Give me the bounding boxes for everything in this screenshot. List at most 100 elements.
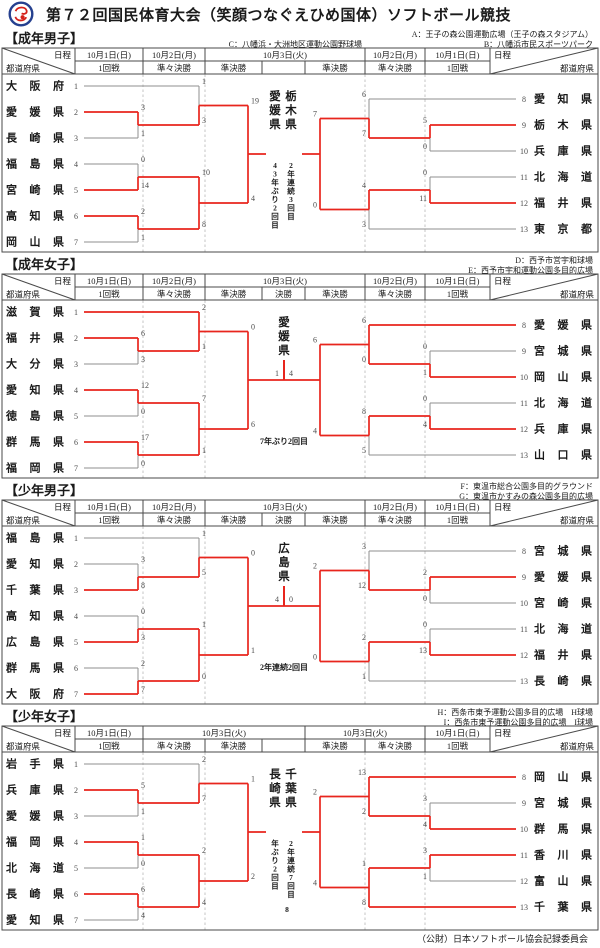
team-label: 長崎県: [534, 674, 592, 688]
page-footer: （公財）日本ソフトボール協会記録委員会: [0, 932, 600, 948]
score-label: 5: [141, 781, 145, 790]
seed-number: 13: [520, 903, 528, 912]
team-label: 愛知県: [6, 383, 64, 397]
seed-number: 9: [522, 573, 526, 582]
score-label: 7: [313, 110, 317, 119]
score-label: 0: [423, 168, 427, 177]
seed-number: 9: [522, 799, 526, 808]
bracket-svg-seinen-danshi: 【成年男子】A：王子の森公園運動広場（王子の森スタジアム）B：八幡浜市民スポーツ…: [1, 29, 599, 253]
round-header: 準々決勝: [157, 63, 192, 73]
team-label: 山口県: [534, 448, 592, 462]
champion-name: 長: [269, 768, 281, 781]
score-label: 4: [423, 420, 427, 429]
score-label: 0: [141, 607, 145, 616]
date-header: 10月2日(月): [373, 50, 417, 60]
score-label: 0: [141, 859, 145, 868]
score-label: 0: [423, 620, 427, 629]
bracket-title: 【成年女子】: [5, 257, 83, 272]
venue-note: E：西予市宇和運動公園多目的広場: [468, 265, 593, 275]
score-label: 6: [313, 336, 317, 345]
seed-number: 10: [520, 825, 528, 834]
seed-number: 10: [520, 373, 528, 382]
team-label: 兵庫県: [534, 144, 592, 158]
team-label: 愛媛県: [534, 570, 592, 584]
bracket-title: 【少年男子】: [5, 483, 83, 498]
champion-name: 県: [285, 796, 297, 809]
team-label: 群馬県: [5, 435, 64, 449]
score-label: 4: [313, 427, 317, 436]
final-score-left: 4: [275, 595, 279, 604]
team-label: 北海道: [6, 861, 64, 875]
score-label: 4: [141, 911, 145, 920]
champion-name: 葉: [284, 781, 297, 795]
seed-number: 11: [520, 173, 528, 182]
team-label: 愛媛県: [6, 809, 64, 823]
team-label: 大分県: [6, 357, 64, 371]
score-label: 3: [423, 846, 427, 855]
seed-number: 8: [522, 773, 526, 782]
seed-number: 6: [74, 212, 78, 221]
champion-note: 年: [271, 177, 279, 187]
score-label: 1: [141, 233, 145, 242]
team-label: 愛知県: [534, 92, 592, 106]
seed-number: 3: [74, 134, 78, 143]
champion-name: 媛: [277, 329, 290, 343]
prefecture-label: 都道府県: [6, 742, 41, 752]
champion-name: 愛: [278, 315, 290, 329]
score-label: 17: [141, 433, 149, 442]
team-label: 群馬県: [5, 661, 64, 675]
score-label: 2: [141, 207, 145, 216]
round-header: 準決勝: [322, 515, 348, 525]
score-label: 0: [141, 459, 145, 468]
score-label: 1: [141, 833, 145, 842]
score-label: 2: [202, 755, 206, 764]
round-header: 1回戦: [98, 515, 120, 525]
score-label: 13: [419, 646, 427, 655]
seed-number: 1: [74, 82, 78, 91]
seed-number: 12: [520, 199, 528, 208]
round-header: 準々決勝: [378, 515, 413, 525]
score-label: 1: [202, 529, 206, 538]
seed-number: 7: [74, 690, 78, 699]
prefecture-label: 都道府県: [6, 516, 41, 526]
table-border-line: [489, 725, 599, 753]
champion-note: 続: [287, 864, 295, 874]
seed-number: 12: [520, 877, 528, 886]
team-label: 宮城県: [534, 544, 592, 558]
round-header: 準々決勝: [378, 741, 413, 751]
champion-note: 年: [271, 838, 279, 848]
champion-note: 2年連続2回目: [260, 662, 308, 672]
score-label: 1: [202, 620, 206, 629]
team-label: 千葉県: [6, 583, 64, 597]
score-label: 6: [362, 90, 366, 99]
score-label: 6: [362, 316, 366, 325]
score-label: 1: [141, 807, 145, 816]
seed-number: 9: [522, 121, 526, 130]
seed-number: 7: [74, 916, 78, 925]
venue-note: A：王子の森公園運動広場（王子の森スタジアム）: [412, 29, 593, 39]
score-label: 7: [141, 685, 145, 694]
date-header: 10月1日(日): [436, 276, 480, 286]
schedule-label: 日程: [54, 50, 72, 60]
score-label: 1: [423, 368, 427, 377]
champion-name: 千: [285, 767, 297, 781]
champion-note: 連: [287, 855, 295, 865]
score-label: 3: [141, 633, 145, 642]
bracket-table-frame: [1, 499, 599, 705]
score-label: 3: [141, 355, 145, 364]
seed-number: 7: [74, 238, 78, 247]
champion-note: 続: [287, 186, 295, 196]
score-label: 0: [251, 323, 255, 332]
team-label: 岡山県: [534, 770, 592, 784]
champion-name: 媛: [268, 103, 281, 117]
bracket-svg-shonen-danshi: 【少年男子】F：東温市総合公園多目的グラウンドG：東温市かすみの森公園多目的広場…: [1, 481, 599, 705]
champion-note: 連: [287, 177, 295, 187]
date-header: 10月2日(月): [152, 50, 196, 60]
team-label: 愛知県: [6, 913, 64, 927]
score-label: 0: [423, 594, 427, 603]
date-header: 10月3日(火): [263, 276, 307, 286]
champion-name: 県: [285, 118, 297, 131]
champion-note: 2: [273, 204, 277, 213]
score-label: 7: [202, 394, 206, 403]
